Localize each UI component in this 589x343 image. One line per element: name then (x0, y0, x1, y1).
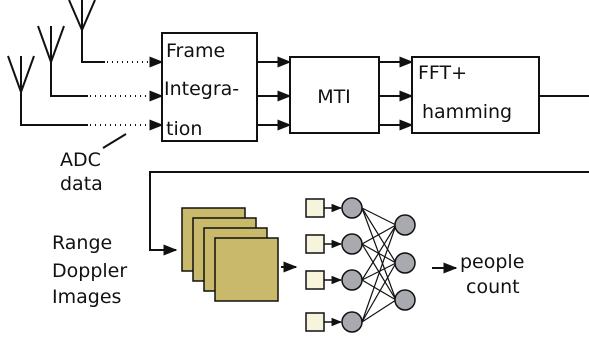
fft-label-line2: hamming (422, 101, 512, 123)
neuron-l1-3 (341, 269, 363, 291)
layer-2-neurons (394, 214, 416, 311)
antenna-arrows (149, 56, 164, 131)
input-node-3 (305, 270, 325, 290)
fft-hamming-block (411, 56, 540, 134)
range-doppler-image-stack (181, 207, 279, 302)
frame-to-mti-arrows (257, 56, 292, 131)
mti-block (289, 56, 380, 134)
adc-label-line1: ADC (60, 149, 101, 171)
input-node-4 (305, 312, 325, 332)
neuron-l2-1 (394, 214, 416, 236)
rd-label-line2: Doppler (52, 260, 127, 282)
neuron-l1-2 (341, 233, 363, 255)
rd-label-line1: Range (52, 232, 112, 254)
wrap-connector (149, 171, 589, 256)
frame-integration-block (161, 32, 258, 142)
network-connections (361, 207, 397, 323)
frame-integration-label-line3: tion (166, 118, 202, 140)
input-node-2 (305, 234, 325, 254)
mti-to-fft-arrows (379, 56, 414, 131)
fft-label-line1: FFT+ (418, 62, 467, 84)
input-nodes (305, 198, 325, 332)
antenna-dotted-lines (90, 61, 152, 126)
people-count-label-line2: count (466, 276, 520, 298)
people-count-label-line1: people (460, 251, 524, 273)
rd-image-4 (214, 237, 279, 302)
frame-integration-label-line1: Frame (166, 40, 225, 62)
frame-integration-label-line2: Integra- (164, 78, 239, 100)
neural-network (305, 197, 416, 333)
neuron-l1-1 (341, 197, 363, 219)
adc-pointer-line (102, 133, 127, 149)
neuron-l1-4 (341, 311, 363, 333)
rd-label-line3: Images (52, 286, 121, 308)
adc-label-line2: data (60, 173, 103, 195)
mti-label: MTI (317, 86, 351, 108)
neuron-l2-3 (394, 289, 416, 311)
input-node-1 (305, 198, 325, 218)
neuron-l2-2 (394, 252, 416, 274)
antenna-icon-3 (68, 0, 105, 63)
antenna-icon-1 (7, 55, 88, 126)
layer-1-neurons (341, 197, 363, 333)
antenna-icon-2 (37, 25, 88, 97)
